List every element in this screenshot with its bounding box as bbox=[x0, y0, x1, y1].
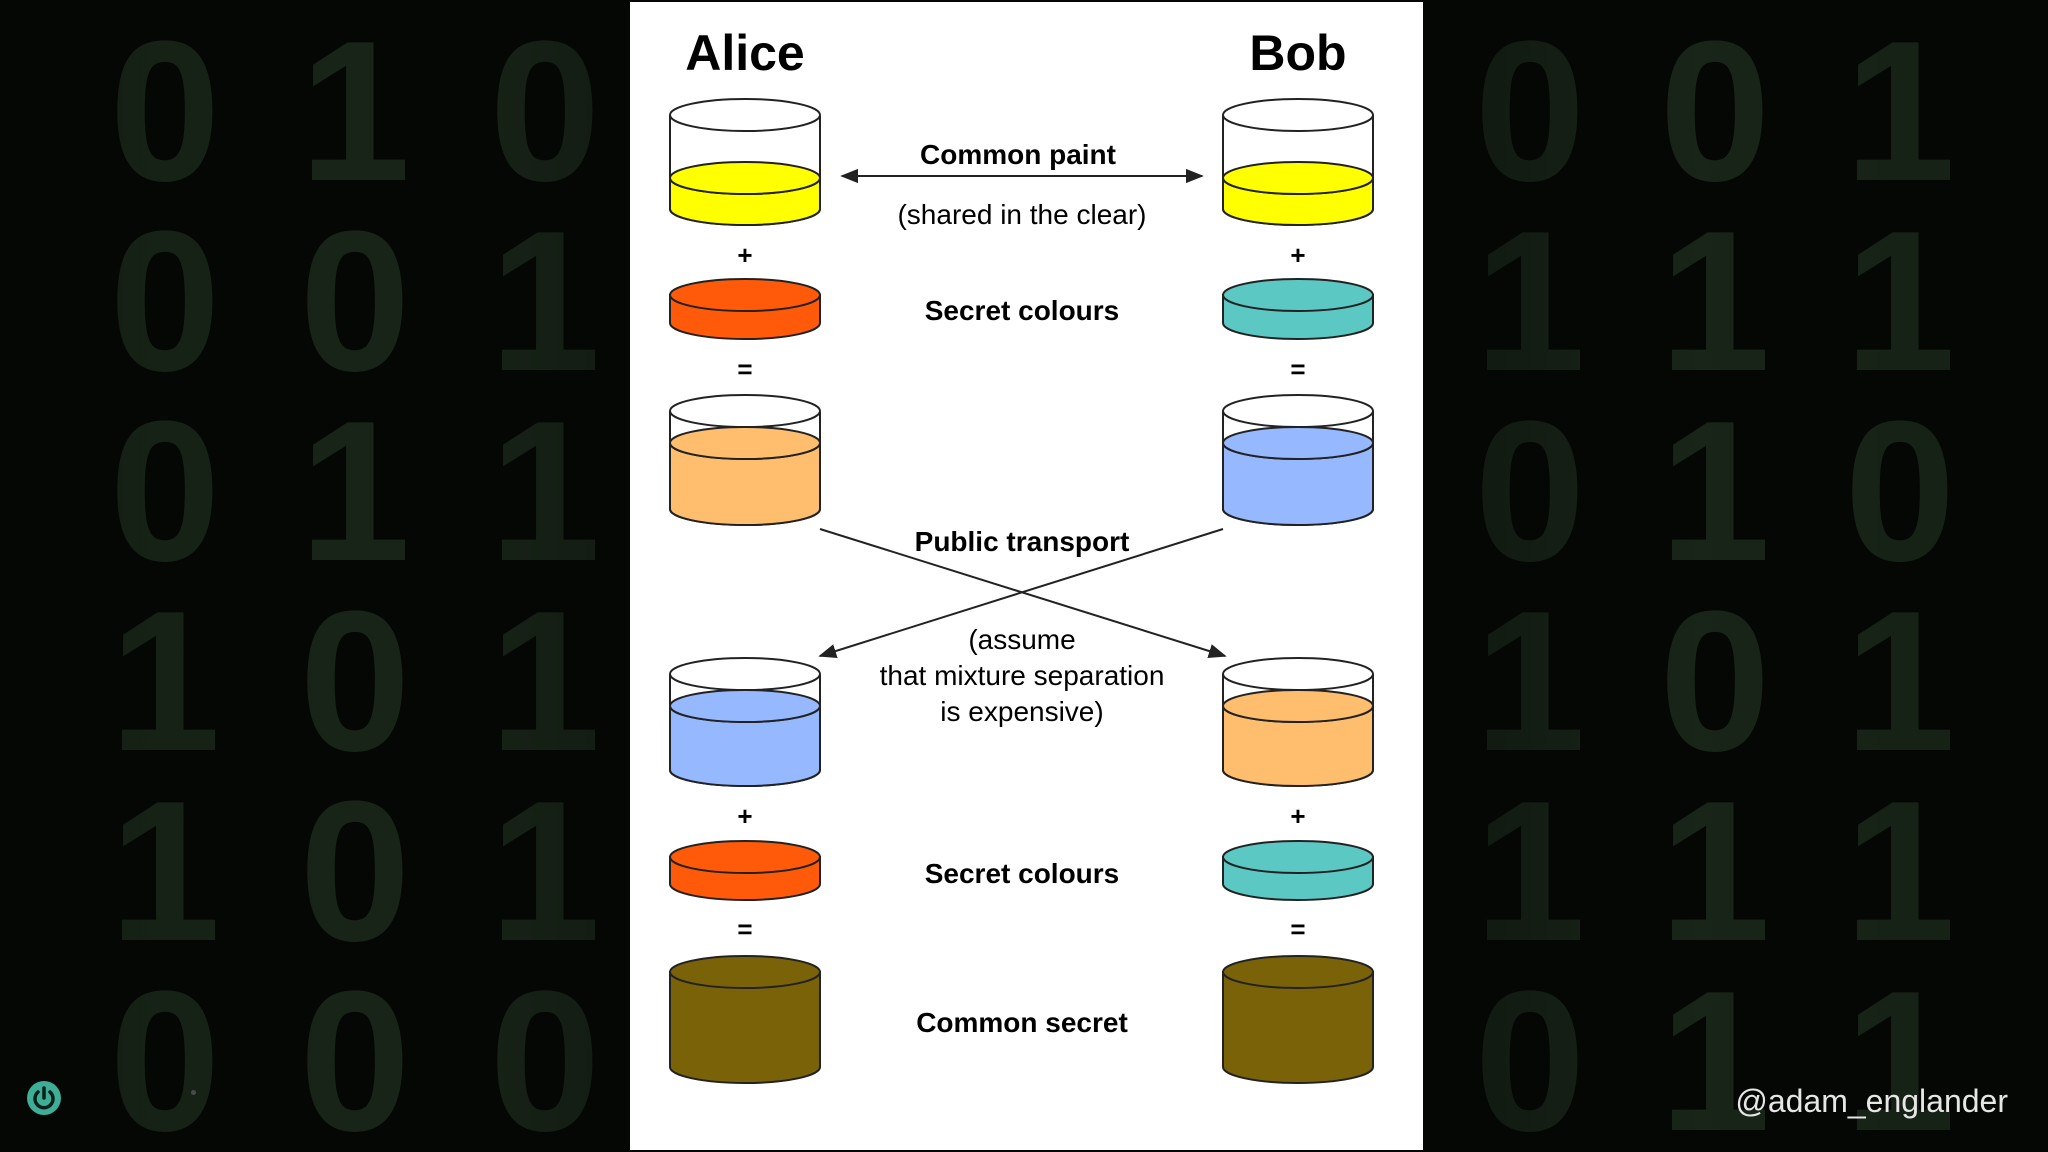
bob-to-alice-transport-arrow bbox=[818, 528, 1224, 658]
alice-plus-2: + bbox=[737, 801, 752, 831]
binary-digit: 0 bbox=[109, 950, 220, 1152]
alice-equals-1: = bbox=[737, 354, 752, 384]
alice-title: Alice bbox=[685, 25, 805, 81]
bob-equals-2: = bbox=[1290, 914, 1305, 944]
diagram-canvas: Alice Bob Common paint (shared in the cl… bbox=[669, 25, 1374, 1084]
secret-colours-label-bottom: Secret colours bbox=[925, 858, 1120, 889]
public-transport-label: Public transport bbox=[915, 526, 1130, 557]
alice-equals-2: = bbox=[737, 914, 752, 944]
bob-mixture-beaker bbox=[1222, 394, 1374, 526]
binary-digit: 0 bbox=[299, 950, 410, 1152]
alice-common-secret-cylinder bbox=[669, 955, 821, 1084]
common-secret-label: Common secret bbox=[916, 1007, 1128, 1038]
bob-secret-colour-disk-2 bbox=[1222, 840, 1374, 901]
assumption-line-2: that mixture separation bbox=[880, 660, 1165, 691]
diffie-hellman-paint-diagram: Alice Bob Common paint (shared in the cl… bbox=[630, 2, 1423, 1150]
bob-common-secret-cylinder bbox=[1222, 955, 1374, 1084]
alice-plus-1: + bbox=[737, 240, 752, 270]
twitter-handle: @adam_englander bbox=[1735, 1083, 2008, 1119]
assumption-line-1: (assume bbox=[968, 624, 1075, 655]
decorative-dot bbox=[191, 1090, 196, 1095]
alice-mixture-beaker bbox=[669, 394, 821, 526]
binary-digit: 1 bbox=[1844, 950, 1955, 1152]
common-paint-note: (shared in the clear) bbox=[897, 199, 1146, 230]
bob-common-paint-beaker bbox=[1222, 98, 1374, 226]
bob-equals-1: = bbox=[1290, 354, 1305, 384]
alice-common-paint-beaker bbox=[669, 98, 821, 226]
bob-received-mixture-beaker bbox=[1222, 657, 1374, 787]
bob-plus-1: + bbox=[1290, 240, 1305, 270]
alice-secret-colour-disk bbox=[669, 278, 821, 340]
common-paint-label: Common paint bbox=[920, 139, 1116, 170]
binary-digit: 0 bbox=[489, 950, 600, 1152]
binary-digit: 1 bbox=[1659, 950, 1770, 1152]
bob-secret-colour-disk bbox=[1222, 278, 1374, 340]
power-logo-icon bbox=[27, 1081, 61, 1115]
alice-received-mixture-beaker bbox=[669, 657, 821, 787]
alice-secret-colour-disk-2 bbox=[669, 840, 821, 901]
secret-colours-label-top: Secret colours bbox=[925, 295, 1120, 326]
bob-title: Bob bbox=[1249, 25, 1346, 81]
assumption-line-3: is expensive) bbox=[940, 696, 1103, 727]
binary-digit: 0 bbox=[1474, 950, 1585, 1152]
bob-plus-2: + bbox=[1290, 801, 1305, 831]
